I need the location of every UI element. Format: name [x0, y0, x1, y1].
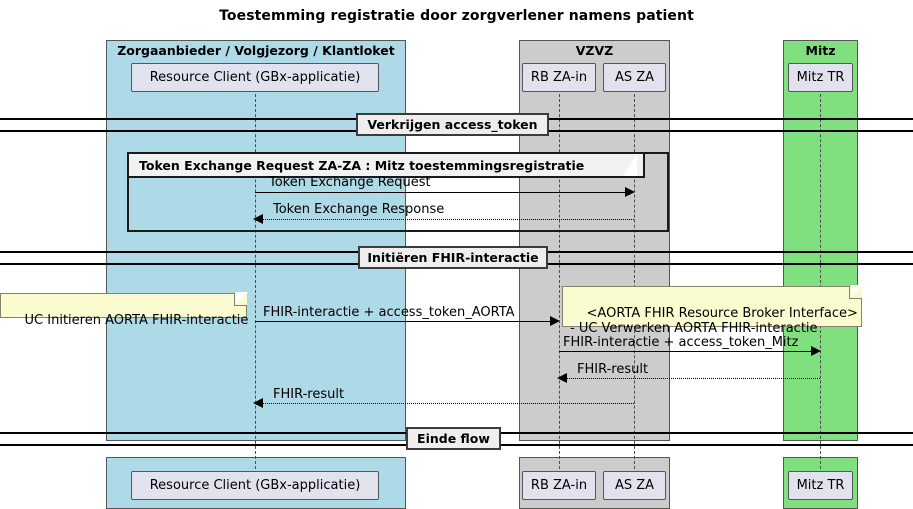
message-m3-arrowhead — [550, 316, 560, 326]
participant-foot-as-za[interactable]: AS ZA — [603, 471, 666, 500]
participant-foot-as-za-label: AS ZA — [614, 478, 655, 493]
group-band-vzvz-label: VZVZ — [575, 43, 614, 58]
divider-einde-flow-label: Einde flow — [417, 431, 490, 446]
message-m6-line — [262, 403, 634, 404]
message-m1-label: Token Exchange Request — [269, 175, 431, 190]
note-uc-initieren-text: UC Initieren AORTA FHIR-interactie — [24, 313, 249, 328]
message-m1-arrowhead — [625, 187, 635, 197]
message-m3-line — [255, 321, 550, 322]
participant-head-rb-za-in-label: RB ZA-in — [530, 70, 588, 85]
note-uc-initieren: UC Initieren AORTA FHIR-interactie — [0, 292, 248, 328]
lifeline-rb-za-in — [559, 94, 560, 474]
note-aorta-broker: <AORTA FHIR Resource Broker Interface> -… — [562, 285, 863, 336]
message-m5-arrowhead — [557, 373, 567, 383]
participant-head-mitz-tr-label: Mitz TR — [796, 70, 845, 85]
lifeline-mitz-tr — [820, 94, 821, 474]
lifeline-resource-client — [255, 94, 256, 474]
frame-token-exchange-label: Token Exchange Request ZA-ZA : Mitz toes… — [139, 157, 585, 173]
diagram-title: Toestemming registratie door zorgverlene… — [219, 8, 694, 24]
participant-head-resource-client[interactable]: Resource Client (GBx-applicatie) — [131, 63, 379, 92]
participant-foot-resource-client-label: Resource Client (GBx-applicatie) — [149, 478, 361, 493]
message-m6-label: FHIR-result — [273, 387, 345, 402]
group-band-mitz-label: Mitz — [805, 43, 836, 58]
divider-verkrijgen-access-token-label: Verkrijgen access_token — [367, 117, 538, 132]
message-m6-arrowhead — [253, 398, 263, 408]
group-band-zorgaanbieder-label: Zorgaanbieder / Volgjezorg / Klantloket — [117, 43, 395, 58]
message-m5-line — [566, 378, 820, 379]
message-m1-line — [255, 192, 625, 193]
message-m3-label: FHIR-interactie + access_token_AORTA — [263, 305, 515, 320]
divider-einde-flow: Einde flow — [406, 427, 501, 450]
message-m2-arrowhead — [253, 214, 263, 224]
message-m4-arrowhead — [811, 346, 821, 356]
frame-token-exchange-notch — [623, 154, 637, 178]
message-m5-label: FHIR-result — [577, 362, 649, 377]
participant-head-as-za[interactable]: AS ZA — [603, 63, 666, 92]
message-m4-line — [559, 351, 811, 352]
note-aorta-broker-text: <AORTA FHIR Resource Broker Interface> -… — [570, 306, 858, 336]
group-band-vzvz: VZVZ — [519, 40, 670, 441]
participant-head-rb-za-in[interactable]: RB ZA-in — [522, 63, 596, 92]
message-m2-label: Token Exchange Response — [273, 202, 445, 217]
participant-foot-mitz-tr[interactable]: Mitz TR — [788, 471, 853, 500]
participant-foot-rb-za-in[interactable]: RB ZA-in — [522, 471, 596, 500]
participant-foot-mitz-tr-label: Mitz TR — [796, 478, 845, 493]
note-uc-initieren-fold-icon — [234, 292, 248, 306]
group-band-zorgaanbieder: Zorgaanbieder / Volgjezorg / Klantloket — [106, 40, 406, 441]
message-m2-line — [262, 219, 634, 220]
lifeline-as-za — [634, 94, 635, 474]
participant-foot-resource-client[interactable]: Resource Client (GBx-applicatie) — [131, 471, 379, 500]
divider-initieren-fhir-interactie: Initiëren FHIR-interactie — [358, 246, 548, 269]
participant-head-mitz-tr[interactable]: Mitz TR — [788, 63, 853, 92]
divider-initieren-fhir-interactie-label: Initiëren FHIR-interactie — [367, 250, 539, 265]
frame-token-exchange: Token Exchange Request ZA-ZA : Mitz toes… — [127, 152, 669, 232]
divider-verkrijgen-access-token: Verkrijgen access_token — [356, 113, 549, 136]
message-m4-label: FHIR-interactie + access_token_Mitz — [563, 335, 799, 350]
participant-head-resource-client-label: Resource Client (GBx-applicatie) — [149, 70, 361, 85]
participant-foot-rb-za-in-label: RB ZA-in — [530, 478, 588, 493]
frame-token-exchange-header: Token Exchange Request ZA-ZA : Mitz toes… — [129, 154, 645, 178]
note-aorta-broker-fold-icon — [849, 285, 863, 299]
participant-head-as-za-label: AS ZA — [614, 70, 655, 85]
